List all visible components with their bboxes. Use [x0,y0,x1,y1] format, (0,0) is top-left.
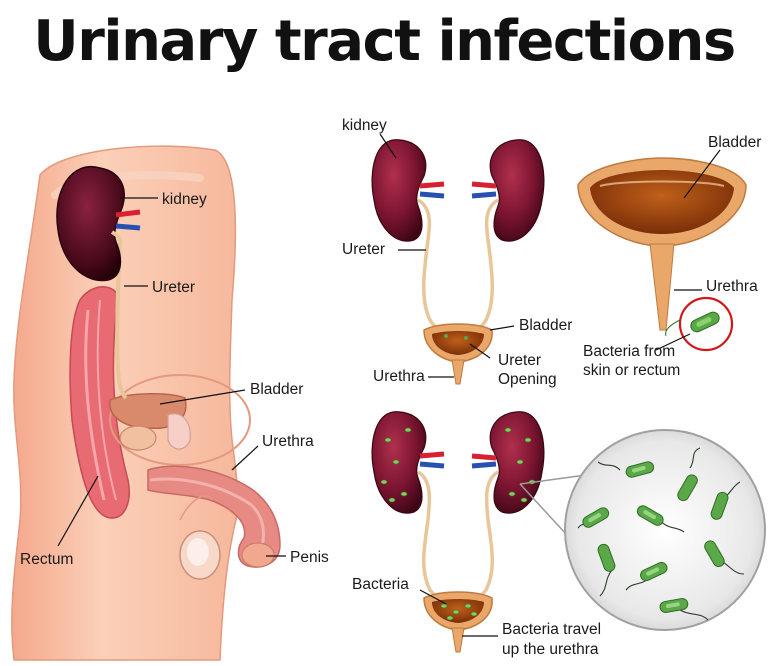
body-cross-section [11,145,281,661]
label-ureter-body: Ureter [152,279,195,296]
label-ureter-system: Ureter [342,241,385,258]
urinary-system-healthy [371,139,545,385]
label-bacteria: Bacteria [352,576,409,593]
kidney-organ [56,165,125,282]
label-kidney-system: kidney [342,117,387,134]
ureter-right [467,198,500,333]
infection-labels: Bacteria Bacteria travel up the urethra [352,576,601,658]
penis [147,465,281,568]
ureter [115,239,128,400]
label-urethra-detail: Urethra [706,278,758,295]
bladder-detail [577,157,747,352]
label-bacteria-travel-2: up the urethra [502,641,599,658]
label-kidney-body: kidney [162,191,207,208]
label-ureter-opening-2: Opening [498,371,557,388]
urinary-system-infected [371,411,609,653]
ureter-left [416,198,449,333]
kidney-left [371,139,427,242]
label-bladder-body: Bladder [250,381,303,398]
label-bacteria-source-1: Bacteria from [583,343,675,360]
label-urethra-body: Urethra [262,433,314,450]
kidney-right [489,139,545,242]
label-bladder-system: Bladder [519,317,572,334]
label-bacteria-travel-1: Bacteria travel [502,621,601,638]
urinary-system-labels: kidney Ureter Bladder Urethra Ureter Ope… [342,117,572,388]
label-ureter-opening-1: Ureter [498,352,541,369]
label-bacteria-source-2: skin or rectum [583,362,680,379]
label-bladder-detail: Bladder [708,134,761,151]
label-urethra-system: Urethra [373,368,425,385]
label-penis: Penis [290,549,329,566]
body-labels: kidney Ureter Bladder Urethra Rectum Pen… [20,191,329,568]
label-rectum: Rectum [20,551,73,568]
bladder-detail-labels: Bladder Urethra Bacteria from skin or re… [583,134,761,379]
magnified-bacteria-view [564,429,766,631]
page-title: Urinary tract infections [33,9,736,74]
